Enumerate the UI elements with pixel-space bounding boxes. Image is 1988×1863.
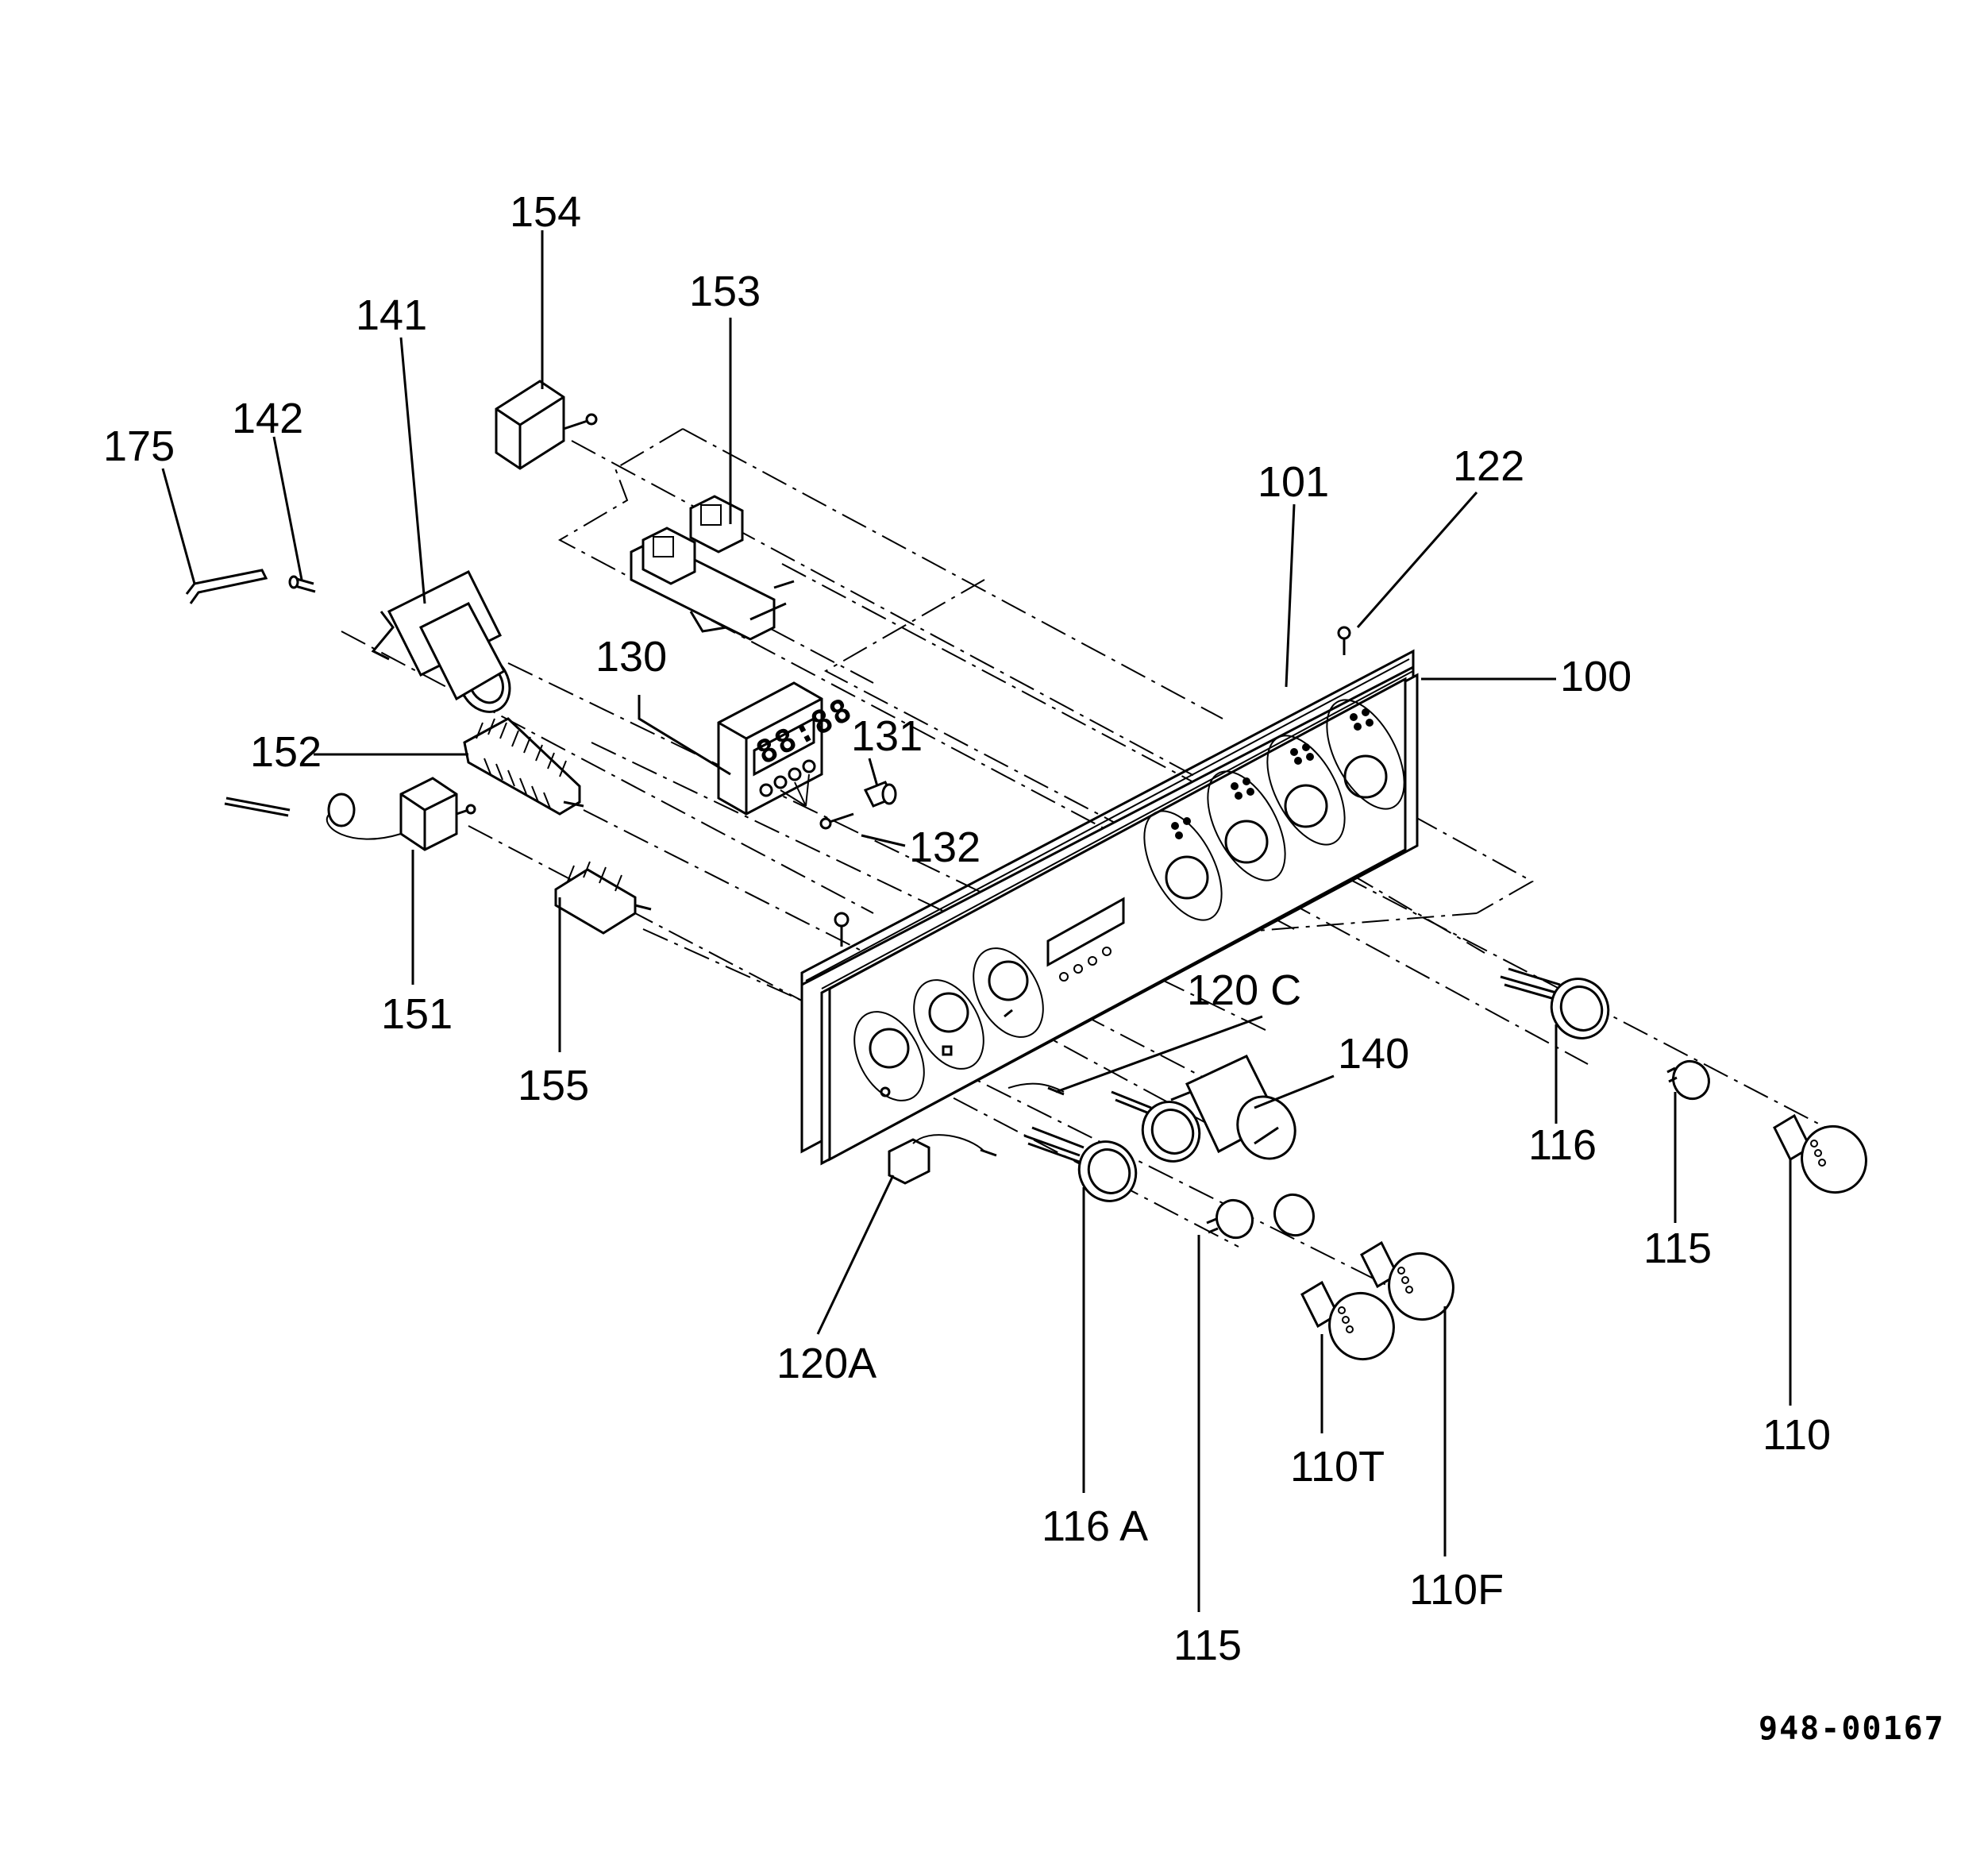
part-labels: 154 153 141 142 175 101 122 100 130 131 … bbox=[103, 188, 1831, 1669]
label-116A: 116 A bbox=[1042, 1502, 1148, 1550]
part-141-tube bbox=[371, 569, 511, 713]
part-120C-wires bbox=[1007, 1082, 1065, 1096]
label-132: 132 bbox=[909, 824, 981, 871]
label-142: 142 bbox=[232, 395, 303, 442]
drawing-number: 948-00167 bbox=[1759, 1711, 1945, 1747]
label-175: 175 bbox=[103, 422, 175, 470]
label-131: 131 bbox=[851, 712, 923, 760]
part-175-rod bbox=[185, 569, 268, 604]
part-110-knob bbox=[1773, 1113, 1867, 1194]
knob-holes bbox=[869, 754, 1388, 1069]
label-140: 140 bbox=[1338, 1030, 1409, 1078]
panel-screw bbox=[834, 626, 1351, 947]
part-110T-knob bbox=[1300, 1280, 1395, 1361]
part-115-ring-right bbox=[1666, 1059, 1710, 1101]
part-155-selector bbox=[554, 861, 652, 935]
part-bezel-middle bbox=[1111, 1090, 1201, 1163]
part-132-pin bbox=[819, 812, 854, 830]
label-101: 101 bbox=[1258, 458, 1329, 506]
part-130-timer: 88:88 bbox=[717, 681, 859, 816]
control-panel bbox=[800, 649, 1419, 1166]
label-122: 122 bbox=[1453, 442, 1524, 490]
label-120A: 120A bbox=[776, 1340, 876, 1387]
label-116: 116 bbox=[1528, 1121, 1597, 1169]
hotplate-indicator-dots bbox=[1171, 708, 1373, 839]
part-116A-bezel bbox=[1023, 1126, 1138, 1202]
label-115-right: 115 bbox=[1643, 1225, 1712, 1272]
part-154-switch bbox=[495, 380, 598, 470]
label-151: 151 bbox=[381, 990, 453, 1038]
part-110F-knob bbox=[1360, 1240, 1454, 1321]
part-142-rod bbox=[288, 575, 316, 593]
part-116-bezel bbox=[1500, 967, 1610, 1040]
knob-surrounds bbox=[853, 699, 1405, 1101]
label-110F: 110F bbox=[1409, 1566, 1504, 1614]
label-120C: 120 C bbox=[1187, 966, 1301, 1014]
label-155: 155 bbox=[518, 1062, 589, 1109]
label-115-left: 115 bbox=[1173, 1622, 1242, 1669]
label-153: 153 bbox=[689, 268, 761, 315]
label-141: 141 bbox=[356, 291, 427, 339]
part-152-terminal-block bbox=[463, 717, 584, 816]
part-120A-microswitch bbox=[888, 1134, 997, 1185]
label-100: 100 bbox=[1560, 653, 1632, 700]
part-131-knob bbox=[863, 781, 897, 808]
part-151-thermostat bbox=[224, 777, 476, 851]
label-110T: 110T bbox=[1290, 1443, 1385, 1491]
part-115-ring-left bbox=[1206, 1193, 1315, 1240]
label-130: 130 bbox=[595, 633, 667, 681]
label-110: 110 bbox=[1763, 1411, 1831, 1459]
label-154: 154 bbox=[510, 188, 581, 236]
part-140-lamp bbox=[1170, 1055, 1296, 1160]
part-153-switch-block bbox=[630, 495, 795, 641]
label-152: 152 bbox=[250, 728, 322, 776]
leader-lines bbox=[161, 230, 1792, 1612]
